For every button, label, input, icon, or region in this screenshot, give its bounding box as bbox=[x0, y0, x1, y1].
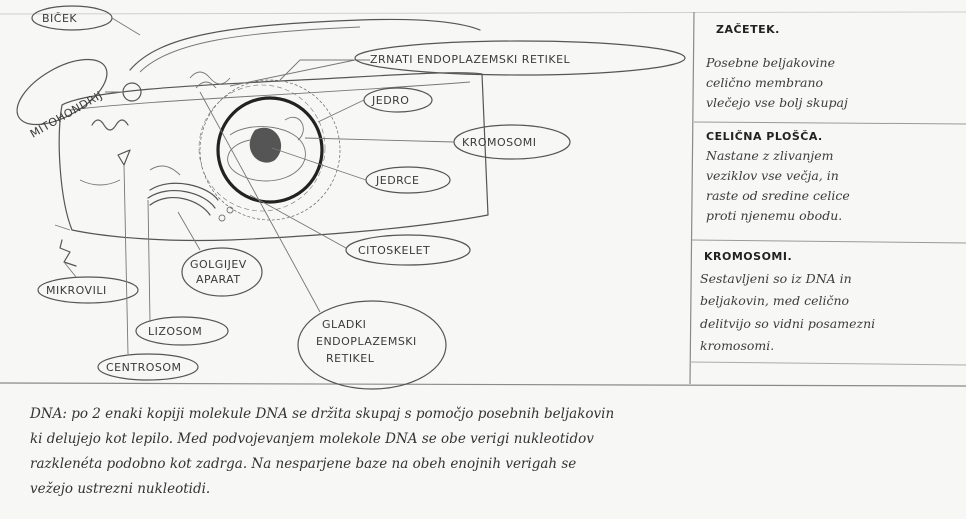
dna-line: vežejo ustrezni nukleotidi. bbox=[30, 481, 210, 497]
note-line: Posebne beljakovine bbox=[705, 55, 835, 70]
note-title-zacetek: ZAČETEK. bbox=[716, 23, 780, 36]
microvilli bbox=[54, 224, 77, 267]
note-line: proti njenemu obodu. bbox=[706, 208, 842, 223]
note-line: veziklov vse večja, in bbox=[706, 168, 839, 183]
note-line: vlečejo vse bolj skupaj bbox=[706, 95, 848, 110]
label-mitohondrij: MITOHONDRIJ bbox=[28, 89, 105, 141]
label-lizosom: LIZOSOM bbox=[148, 325, 202, 338]
rough-er bbox=[189, 71, 231, 89]
note-line: Nastane z zlivanjem bbox=[705, 148, 834, 163]
note-line: beljakovin, med celično bbox=[700, 293, 849, 308]
note-line: Sestavljeni so iz DNA in bbox=[700, 271, 852, 286]
centrosome bbox=[117, 149, 131, 166]
bubble-lizosom bbox=[135, 316, 229, 346]
notes-divider-2 bbox=[691, 239, 966, 244]
label-kromosomi: KROMOSOMI bbox=[462, 136, 537, 149]
bubble-centrosom bbox=[97, 353, 199, 381]
bubble-mikrovili bbox=[37, 276, 139, 304]
dna-line: ki delujejo kot lepilo. Med podvojevanje… bbox=[30, 431, 594, 447]
notes-divider-1 bbox=[693, 121, 966, 125]
notes-celicna-plosca: CELIČNA PLOŠČA. Nastane z zlivanjem vezi… bbox=[705, 130, 850, 223]
label-gladki-3: RETIKEL bbox=[326, 352, 375, 365]
label-citoskelet: CITOSKELET bbox=[358, 244, 430, 257]
note-title-celicna-plosca: CELIČNA PLOŠČA. bbox=[706, 130, 823, 143]
label-gladki-1: GLADKI bbox=[322, 318, 366, 331]
nucleus bbox=[198, 79, 341, 221]
notes-divider-3 bbox=[689, 361, 966, 366]
note-line: delitvijo so vidni posamezni bbox=[700, 316, 875, 331]
bubble-zrnati bbox=[354, 40, 686, 76]
nucleolus bbox=[249, 127, 282, 163]
dna-line: razklenéta podobno kot zadrga. Na nespar… bbox=[30, 456, 576, 472]
bubble-mitohondrij bbox=[16, 58, 108, 126]
notes-column-divider bbox=[689, 11, 695, 385]
dna-paragraph: DNA: po 2 enaki kopiji molekule DNA se d… bbox=[29, 406, 614, 497]
label-golgijev-1: GOLGIJEV bbox=[190, 258, 247, 271]
nucleus-envelope bbox=[216, 96, 324, 204]
cell-body bbox=[58, 18, 489, 242]
note-line: kromosomi. bbox=[700, 338, 774, 353]
bubble-citoskelet bbox=[345, 234, 471, 266]
flagellum bbox=[129, 18, 481, 71]
label-mikrovili: MIKROVILI bbox=[46, 284, 107, 297]
bubble-gladki bbox=[297, 300, 447, 390]
notes-kromosomi: KROMOSOMI. Sestavljeni so iz DNA in belj… bbox=[700, 250, 875, 353]
label-jedrce: JEDRCE bbox=[375, 174, 419, 187]
bubble-golgijev bbox=[181, 247, 263, 297]
label-jedro: JEDRO bbox=[371, 94, 409, 107]
label-bicek: BIČEK bbox=[42, 12, 77, 25]
page-ruling bbox=[0, 11, 966, 387]
notes-zacetek: ZAČETEK. Posebne beljakovine celično mem… bbox=[705, 23, 848, 110]
mitochondrion-cristae bbox=[91, 119, 129, 131]
note-line: celično membrano bbox=[706, 75, 823, 90]
note-title-kromosomi: KROMOSOMI. bbox=[704, 250, 792, 263]
label-centrosom: CENTROSOM bbox=[106, 361, 182, 374]
label-zrnati: ZRNATI ENDOPLAZEMSKI RETIKEL bbox=[370, 53, 571, 66]
note-line: raste od sredine celice bbox=[706, 188, 850, 203]
label-golgijev-2: APARAT bbox=[196, 273, 241, 286]
dna-line: DNA: po 2 enaki kopiji molekule DNA se d… bbox=[29, 406, 614, 422]
golgi-apparatus bbox=[147, 182, 234, 222]
label-bubbles bbox=[16, 5, 686, 390]
label-gladki-2: ENDOPLAZEMSKI bbox=[316, 335, 417, 348]
